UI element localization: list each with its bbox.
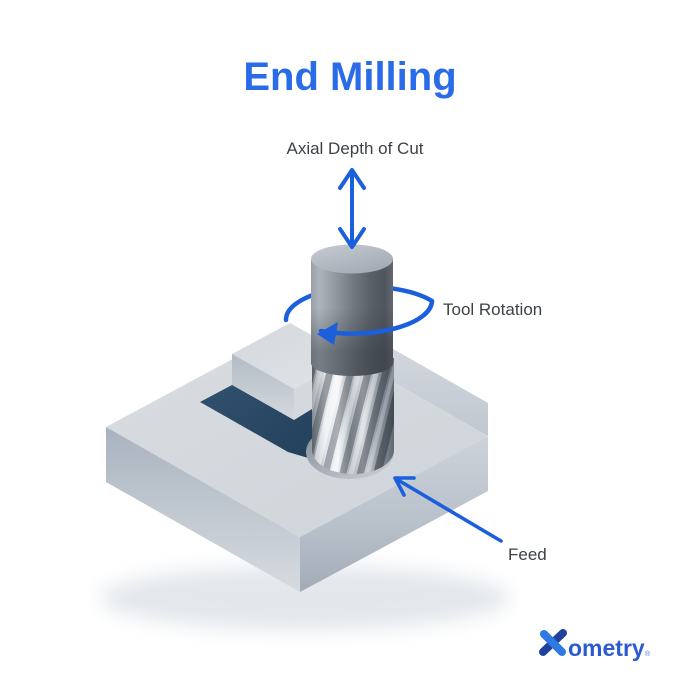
axial-depth-label: Axial Depth of Cut — [286, 139, 423, 158]
xometry-wordmark: ometry — [568, 635, 645, 661]
milled-slot — [200, 385, 342, 468]
workpiece-shadow — [100, 566, 510, 630]
feed-arrow — [393, 476, 503, 543]
feed-label: Feed — [508, 545, 547, 564]
tool-rotation-label: Tool Rotation — [443, 300, 542, 319]
axial-depth-arrow — [338, 168, 366, 249]
end-mill-shank — [311, 244, 393, 376]
page-title: End Milling — [243, 55, 456, 99]
xometry-x-icon — [539, 629, 567, 656]
registered-mark: ® — [645, 650, 651, 658]
xometry-logo: ometry ® — [539, 629, 651, 661]
tool-rotation-arrow — [317, 298, 435, 345]
